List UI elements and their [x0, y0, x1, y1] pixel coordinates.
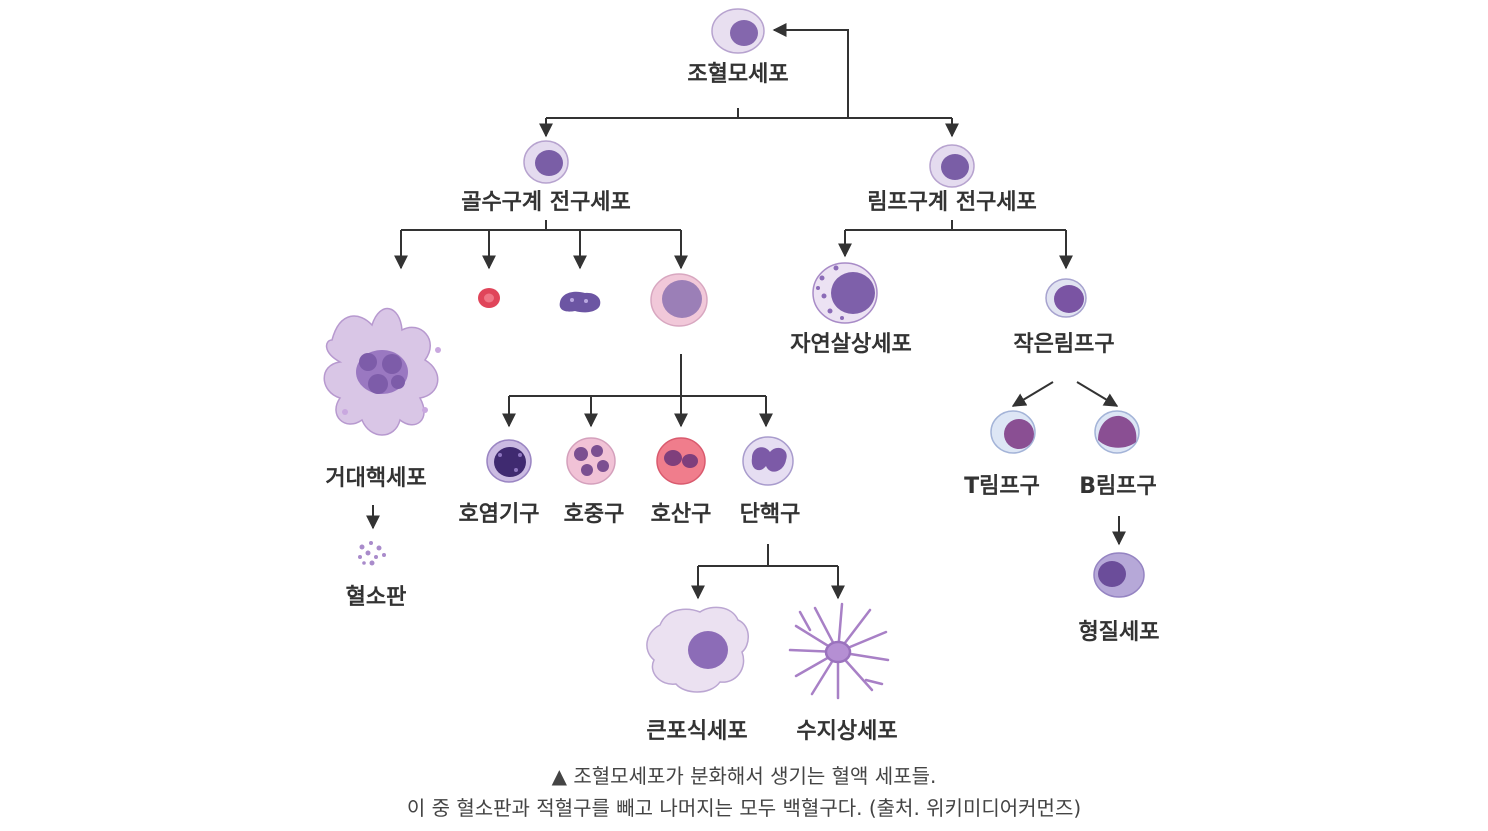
label-b-cell: B림프구 [1079, 474, 1157, 499]
label-t-cell: T림프구 [964, 474, 1040, 499]
lymphoid-progenitor-cell-icon [929, 144, 975, 188]
basophil-cell-icon [486, 439, 532, 483]
red-blood-cell-icon [478, 288, 500, 308]
label-platelet: 혈소판 [345, 585, 407, 610]
label-small-lymphocyte: 작은림프구 [1013, 332, 1115, 357]
dendritic-cell-icon [788, 602, 890, 700]
platelets-icon [358, 541, 386, 566]
label-myeloid-progenitor: 골수구계 전구세포 [461, 190, 631, 215]
megakaryocyte-cell-icon [323, 307, 441, 436]
label-dendritic-cell: 수지상세포 [796, 719, 898, 744]
t-cell-icon [990, 410, 1036, 454]
label-macrophage: 큰포식세포 [646, 719, 748, 744]
monocyte-cell-icon [742, 436, 794, 486]
label-nk-cell: 자연살상세포 [790, 332, 912, 357]
myeloblast-cell-icon [650, 273, 708, 327]
label-lymphoid-progenitor: 림프구계 전구세포 [867, 190, 1037, 215]
macrophage-cell-icon [646, 606, 749, 693]
caption-line-2: 이 중 혈소판과 적혈구를 빼고 나머지는 모두 백혈구다. (출처. 위키미디… [406, 796, 1082, 820]
b-cell-icon [1094, 410, 1140, 454]
caption-line-1: ▲ 조혈모세포가 분화해서 생기는 혈액 세포들. [551, 764, 937, 788]
label-monocyte: 단핵구 [739, 502, 801, 527]
plasma-cell-icon [1093, 552, 1145, 598]
myeloid-progenitor-cell-icon [523, 140, 569, 184]
platelet-precursor-icon [559, 291, 601, 313]
label-megakaryocyte: 거대핵세포 [325, 466, 427, 491]
label-hsc: 조혈모세포 [687, 62, 789, 87]
label-plasma-cell: 형질세포 [1078, 620, 1160, 645]
connector-lines [366, 23, 1126, 600]
neutrophil-cell-icon [566, 437, 616, 485]
label-eosinophil: 호산구 [650, 502, 712, 527]
small-lymphocyte-cell-icon [1045, 278, 1087, 318]
label-basophil: 호염기구 [458, 502, 540, 527]
eosinophil-cell-icon [656, 437, 706, 485]
hsc-cell-icon [711, 8, 765, 54]
label-neutrophil: 호중구 [563, 502, 625, 527]
nk-cell-icon [812, 262, 878, 324]
